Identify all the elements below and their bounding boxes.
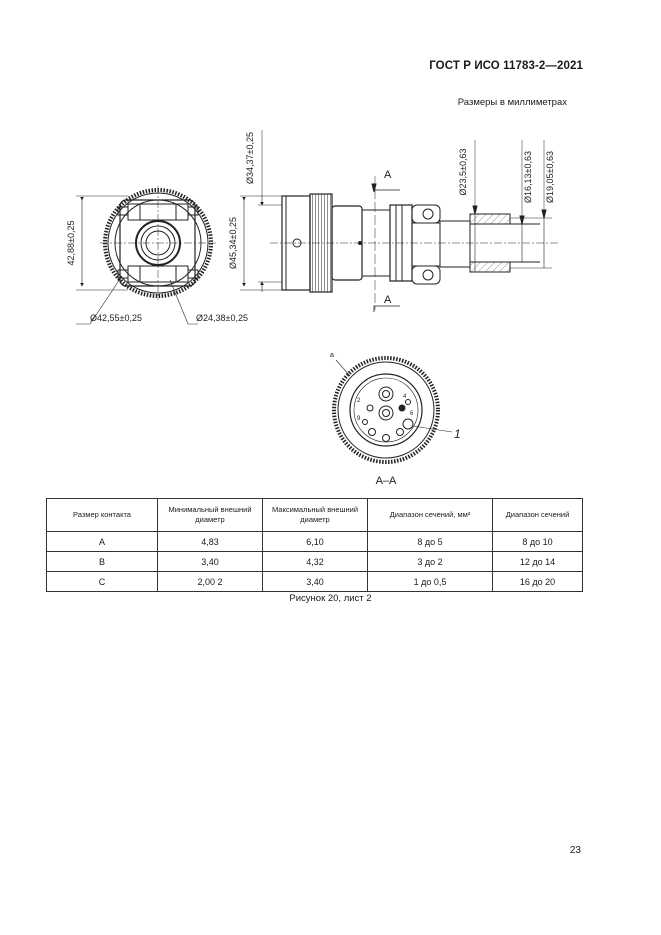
table-cell: 1 до 0,5: [367, 571, 493, 592]
side-dimension-16: Ø16,13±0,63: [523, 151, 533, 203]
table-cell: 3,40: [157, 551, 263, 572]
pin-label: 4: [403, 394, 407, 400]
table-cell: 8 до 5: [367, 531, 493, 552]
table-cell: 3,40: [262, 571, 368, 592]
table-row: C 2,00 2 3,40 1 до 0,5 16 до 20: [46, 571, 583, 592]
front-height-dimension: 42,88±0,25: [66, 221, 76, 266]
column-header: Минимальный внешний диаметр: [157, 498, 263, 532]
table-cell: 2,00 2: [157, 571, 263, 592]
section-mark-top: A: [384, 169, 392, 181]
table-cell: C: [46, 571, 158, 592]
inner-diameter-label: Ø24,38±0,25: [196, 313, 248, 323]
section-callout-a: a: [330, 352, 334, 359]
standard-number: ГОСТ Р ИСО 11783-2—2021: [429, 60, 583, 72]
table-cell: 4,32: [262, 551, 368, 572]
table-cell: 12 до 14: [492, 551, 583, 572]
side-dimension-34: Ø34,37±0,25: [245, 132, 255, 184]
outer-diameter-label: Ø42,55±0,25: [90, 313, 142, 323]
table-cell: 6,10: [262, 531, 368, 552]
table-cell: 3 до 2: [367, 551, 493, 572]
pin-label: 6: [410, 411, 414, 417]
column-header: Размер контакта: [46, 498, 158, 532]
table-cell: 4,83: [157, 531, 263, 552]
table-row: B 3,40 4,32 3 до 2 12 до 14: [46, 551, 583, 572]
units-note: Размеры в миллиметрах: [457, 97, 567, 108]
side-dimension-23: Ø23,5±0,63: [458, 149, 468, 196]
table-cell: 8 до 10: [492, 531, 583, 552]
contact-size-table: Размер контакта Минимальный внешний диам…: [46, 498, 583, 592]
side-dimension-45: Ø45,34±0,25: [228, 217, 238, 269]
table-header-row: Размер контакта Минимальный внешний диам…: [46, 498, 583, 532]
side-view: [240, 130, 560, 312]
table-cell: A: [46, 531, 158, 552]
page-number: 23: [569, 845, 581, 856]
table-row: A 4,83 6,10 8 до 5 8 до 10: [46, 531, 583, 552]
column-header: Диапазон сечений, мм²: [367, 498, 493, 532]
section-view: [332, 356, 453, 464]
section-callout-1: 1: [454, 427, 461, 441]
pin-label: 2: [357, 398, 361, 404]
table-cell: 16 до 20: [492, 571, 583, 592]
column-header: Максимальный внешний диаметр: [262, 498, 368, 532]
side-dimension-19: Ø19,05±0,63: [545, 151, 555, 203]
figure-caption: Рисунок 20, лист 2: [289, 593, 372, 604]
front-view: [76, 186, 216, 325]
column-header: Диапазон сечений: [492, 498, 583, 532]
section-mark-bottom: A: [384, 294, 392, 306]
table-cell: B: [46, 551, 158, 572]
pin-label: 9: [357, 416, 361, 422]
technical-drawing: 42,88±0,25 Ø42,55±0,25 Ø24,38±0,25: [66, 130, 560, 487]
section-label: A–A: [376, 475, 397, 487]
